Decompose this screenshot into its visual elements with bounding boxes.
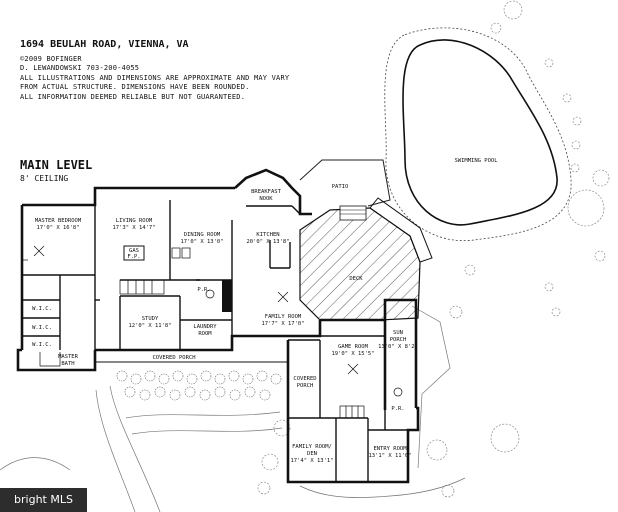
room-label: PORCH — [297, 383, 314, 389]
room-label: DINING ROOM — [184, 232, 221, 238]
room-label: SWIMMING POOL — [454, 158, 498, 164]
room-label: W.I.C. — [32, 306, 52, 312]
level-heading: MAIN LEVEL 8' CEILING — [20, 158, 92, 183]
garden-paths — [0, 305, 466, 512]
room-label: COVERED — [293, 376, 316, 382]
fixtures — [22, 245, 403, 397]
deck — [299, 197, 433, 321]
room-label: COVERED PORCH — [152, 355, 195, 361]
room-dimensions: 12'0" X 11'8" — [128, 323, 171, 329]
room-label: FAMILY ROOM — [265, 314, 302, 320]
fireplaces — [123, 245, 232, 312]
swimming-pool — [384, 27, 572, 242]
porch-outlines — [94, 340, 289, 363]
room-dimensions: 17'0" X 16'8" — [36, 225, 79, 231]
room-label: PATIO — [332, 184, 349, 190]
room-label: MASTER BEDROOM — [35, 218, 82, 224]
room-label: PORCH — [390, 337, 407, 343]
room-label: GAME ROOM — [338, 344, 368, 350]
room-labels: MASTER BEDROOM 17'0" X 16'8" LIVING ROOM… — [32, 158, 498, 464]
room-label: P.R. — [197, 287, 210, 293]
room-label: LAUNDRY — [193, 324, 217, 330]
room-dimensions: 13'0" X 8'2" — [378, 344, 418, 350]
contact-line: D. LEWANDOWSKI 703-200-4055 — [20, 64, 140, 72]
disclaimer-line: FROM ACTUAL STRUCTURE. DIMENSIONS HAVE B… — [20, 83, 250, 91]
mls-watermark: bright MLS — [0, 488, 87, 512]
disclaimer-block: 1694 BEULAH ROAD, VIENNA, VA ©2009 BOFIN… — [20, 40, 289, 102]
room-label: KITCHEN — [256, 232, 279, 238]
room-label: W.I.C. — [32, 325, 52, 331]
landscape-trees — [257, 0, 610, 498]
room-label: W.I.C. — [32, 342, 52, 348]
fireplace-label: GAS — [129, 248, 139, 254]
room-label: ENTRY ROOM — [373, 446, 407, 452]
room-label: SUN — [393, 330, 403, 336]
room-label: FAMILY ROOM/ — [292, 444, 332, 450]
room-label: LIVING ROOM — [116, 218, 153, 224]
shrub-row — [116, 370, 282, 401]
room-label: NOOK — [259, 196, 273, 202]
room-dimensions: 17'0" X 13'0" — [180, 239, 223, 245]
room-dimensions: 17'3" X 14'7" — [112, 225, 155, 231]
disclaimer-line: ALL ILLUSTRATIONS AND DIMENSIONS ARE APP… — [20, 73, 290, 82]
room-label: BREAKFAST — [251, 189, 281, 195]
room-label: ROOM — [198, 331, 212, 337]
room-label: BATH — [61, 361, 74, 367]
room-label: DECK — [349, 276, 363, 282]
level-title: MAIN LEVEL — [20, 158, 93, 172]
copyright-line: ©2009 BOFINGER — [20, 54, 82, 63]
fireplace-label: F.P. — [127, 254, 140, 260]
patio-outline — [299, 159, 391, 207]
room-dimensions: 20'0" X 13'8" — [246, 239, 289, 245]
property-address: 1694 BEULAH ROAD, VIENNA, VA — [20, 39, 189, 50]
ceiling-height: 8' CEILING — [20, 174, 69, 183]
room-label: DEN — [307, 451, 317, 457]
room-dimensions: 13'1" X 11'0" — [368, 453, 411, 459]
room-label: MASTER — [58, 354, 79, 360]
disclaimer-line: ALL INFORMATION DEEMED RELIABLE BUT NOT … — [20, 92, 246, 101]
stairs — [119, 279, 365, 419]
room-dimensions: 17'7" X 17'0" — [261, 321, 304, 327]
room-label: STUDY — [142, 316, 159, 322]
room-dimensions: 19'0" X 15'5" — [331, 351, 374, 357]
room-dimensions: 17'4" X 13'1" — [290, 458, 333, 464]
room-label: P.R. — [391, 406, 404, 412]
